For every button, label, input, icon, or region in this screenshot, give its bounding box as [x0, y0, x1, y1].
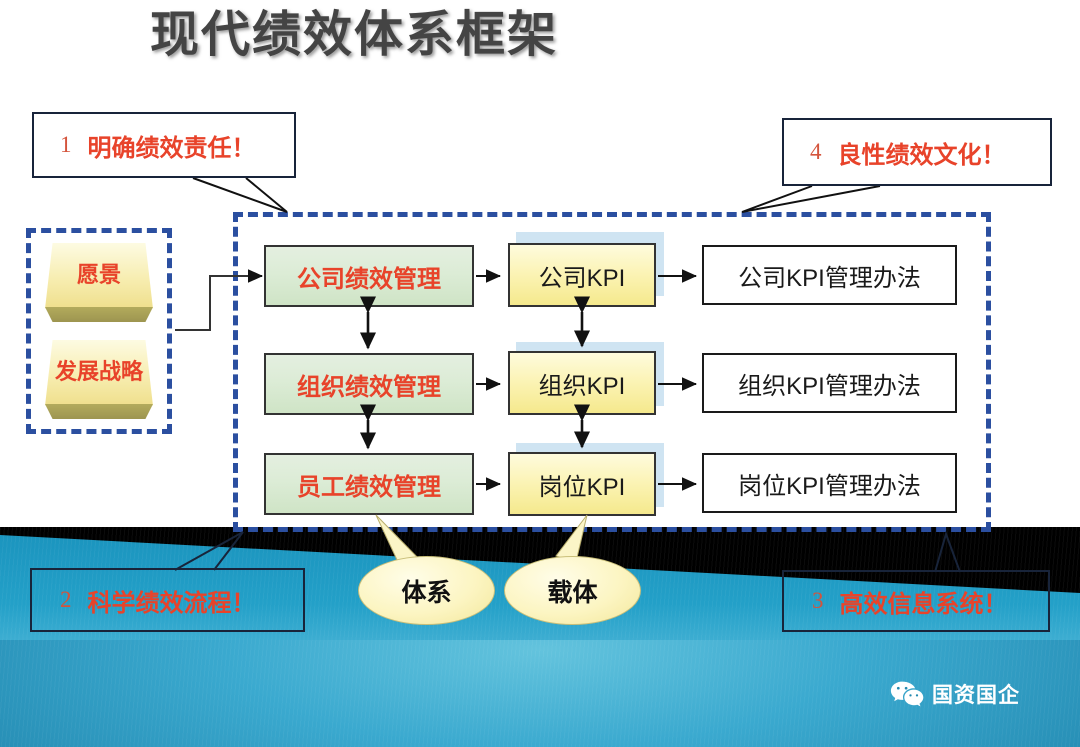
trapezoid-face — [45, 243, 153, 309]
trapezoid-base — [45, 404, 153, 419]
box-method-position: 岗位KPI管理办法 — [702, 453, 957, 513]
trapezoid-base — [45, 307, 153, 322]
callout-1: 1 明确绩效责任！ — [32, 112, 296, 178]
box-method-company: 公司KPI管理办法 — [702, 245, 957, 305]
callout-4: 4 良性绩效文化！ — [782, 118, 1052, 186]
page-title: 现代绩效体系框架 — [150, 8, 559, 62]
callout-1-number: 1 — [60, 132, 72, 157]
dashed-region-inputs — [26, 228, 172, 434]
input-block-vision: 愿景 — [45, 243, 153, 323]
box-management-employee: 员工绩效管理 — [264, 453, 474, 515]
callout-3: 3 高效信息系统！ — [782, 570, 1050, 632]
dashed-region-framework — [233, 212, 991, 532]
box-management-organization: 组织绩效管理 — [264, 353, 474, 415]
callout-3-text: 高效信息系统！ — [839, 590, 1008, 618]
callout-2-text: 科学绩效流程！ — [87, 589, 256, 617]
callout-4-number: 4 — [810, 139, 822, 164]
callout-2: 2 科学绩效流程！ — [30, 568, 305, 632]
trapezoid-face — [45, 340, 153, 406]
input-label-vision: 愿景 — [76, 262, 121, 287]
box-method-organization: 组织KPI管理办法 — [702, 353, 957, 413]
bubble-system: 体系 — [358, 556, 495, 625]
callout-1-text: 明确绩效责任！ — [87, 134, 256, 162]
box-kpi-company: 公司KPI — [508, 243, 656, 307]
box-management-company: 公司绩效管理 — [264, 245, 474, 307]
input-label-strategy: 发展战略 — [54, 359, 143, 384]
watermark: 国资国企 — [890, 679, 1020, 709]
input-block-strategy: 发展战略 — [45, 340, 153, 420]
callout-2-number: 2 — [60, 587, 72, 612]
wechat-icon — [890, 681, 924, 707]
box-kpi-position: 岗位KPI — [508, 452, 656, 516]
watermark-text: 国资国企 — [932, 684, 1020, 707]
callout-4-text: 良性绩效文化！ — [837, 141, 1006, 169]
callout-3-number: 3 — [812, 588, 824, 613]
box-kpi-organization: 组织KPI — [508, 351, 656, 415]
bubble-carrier: 载体 — [504, 556, 641, 625]
